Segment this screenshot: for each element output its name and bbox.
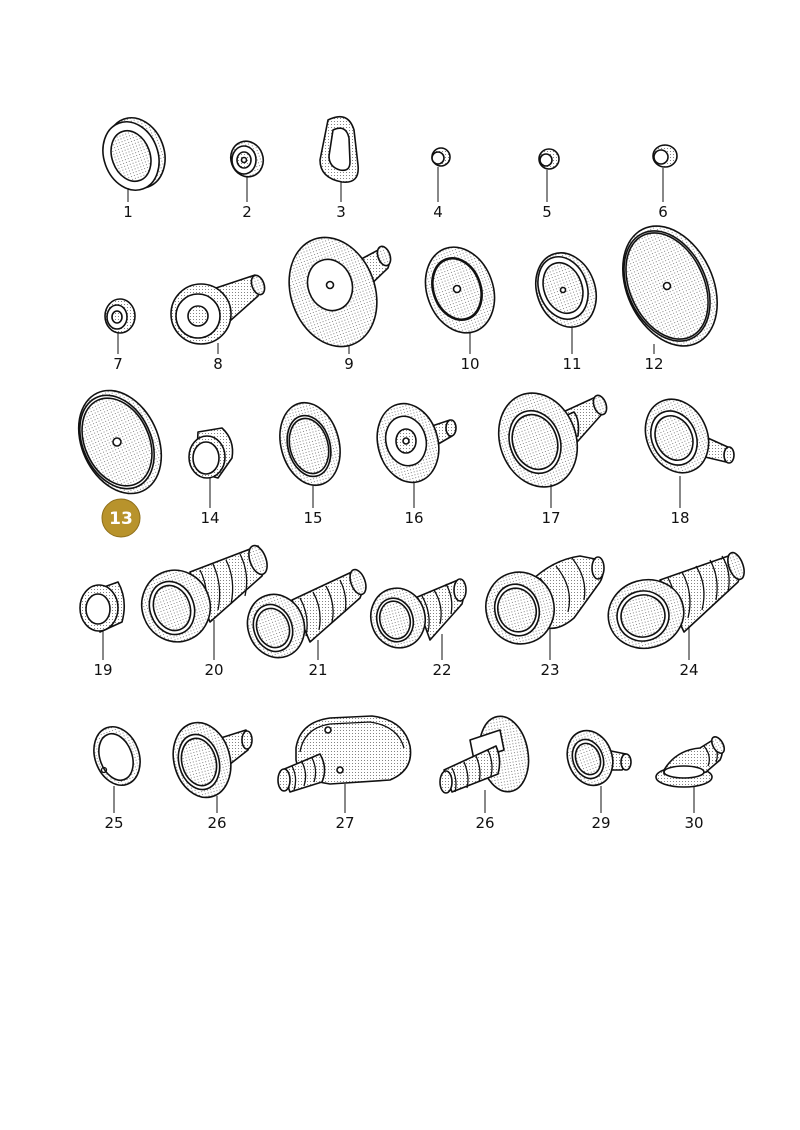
part-label: 2 [242, 203, 252, 221]
part-2-drawing [229, 140, 265, 178]
part-27-drawing [277, 715, 412, 793]
highlight-label: 13 [109, 509, 133, 529]
part-label: 18 [670, 509, 689, 527]
part-6-drawing [652, 144, 678, 168]
part-label: 20 [204, 661, 223, 679]
part-30[interactable]: 30 [655, 735, 727, 832]
part-label: 12 [644, 355, 663, 373]
part-label: 17 [541, 509, 560, 527]
part-14-drawing [188, 427, 234, 479]
part-3-drawing [319, 115, 359, 183]
part-6[interactable]: 6 [652, 144, 678, 221]
part-label: 11 [562, 355, 581, 373]
part-label: 1 [123, 203, 133, 221]
part-label: 16 [404, 509, 423, 527]
part-3[interactable]: 3 [319, 115, 359, 221]
part-27[interactable]: 27 [277, 715, 412, 832]
part-label: 5 [542, 203, 552, 221]
part-label: 27 [335, 814, 354, 832]
part-label: 26 [475, 814, 494, 832]
part-18-drawing [644, 398, 735, 474]
part-label: 14 [200, 509, 219, 527]
part-9-drawing [288, 236, 392, 348]
part-19-drawing [79, 581, 126, 633]
part-22[interactable]: 22 [364, 578, 467, 679]
part-14[interactable]: 14 [188, 427, 234, 527]
part-label: 23 [540, 661, 559, 679]
part-25-drawing [93, 726, 141, 786]
part-4-drawing [431, 147, 451, 167]
part-2[interactable]: 2 [226, 137, 268, 221]
part-label: 29 [591, 814, 610, 832]
part-8[interactable]: 8 [170, 274, 267, 373]
part-label: 3 [336, 203, 346, 221]
part-29[interactable]: 29 [560, 724, 632, 832]
part-10-drawing [424, 246, 496, 334]
part-23-drawing [485, 555, 605, 645]
highlight-badge: 13 [101, 498, 141, 538]
part-label: 21 [308, 661, 327, 679]
part-label: 25 [104, 814, 123, 832]
part-21[interactable]: 21 [239, 567, 369, 679]
part-11[interactable]: 11 [526, 244, 606, 373]
part-7-drawing [104, 298, 136, 334]
part-5[interactable]: 5 [538, 148, 560, 221]
part-1-drawing [102, 117, 166, 191]
part-21-drawing [246, 568, 367, 659]
part-19[interactable]: 19 [79, 581, 126, 679]
part-label: 4 [433, 203, 443, 221]
part-24[interactable]: 24 [600, 550, 747, 679]
part-16[interactable]: 16 [369, 397, 457, 527]
part-13[interactable]: 13 [63, 377, 178, 538]
part-label: 15 [303, 509, 322, 527]
part-25[interactable]: 25 [86, 720, 148, 832]
part-29-drawing [566, 729, 632, 787]
part-label: 26 [207, 814, 226, 832]
part-20-drawing [140, 544, 268, 643]
part-26b[interactable]: 26 [439, 712, 534, 832]
part-17[interactable]: 17 [486, 382, 609, 527]
part-4[interactable]: 4 [431, 147, 451, 221]
part-30-drawing [655, 736, 726, 788]
part-5-drawing [538, 148, 560, 170]
part-15-drawing [279, 401, 341, 487]
part-label: 24 [679, 661, 698, 679]
part-26-drawing [172, 721, 253, 799]
part-13-drawing [77, 389, 163, 495]
part-label: 10 [460, 355, 479, 373]
part-26b-drawing [439, 715, 530, 794]
part-20[interactable]: 20 [132, 543, 271, 679]
part-8-drawing [170, 274, 266, 345]
part-12-drawing [622, 225, 718, 347]
part-label: 19 [93, 661, 112, 679]
part-9[interactable]: 9 [274, 225, 393, 373]
part-11-drawing [535, 252, 597, 328]
part-22-drawing [369, 578, 467, 649]
part-16-drawing [376, 402, 457, 484]
part-15[interactable]: 15 [271, 396, 349, 527]
part-label: 22 [432, 661, 451, 679]
part-10[interactable]: 10 [414, 237, 506, 373]
part-24-drawing [607, 551, 745, 650]
part-label: 8 [213, 355, 223, 373]
part-label: 30 [684, 814, 703, 832]
part-label: 9 [344, 355, 354, 373]
part-17-drawing [497, 392, 608, 488]
part-label: 7 [113, 355, 123, 373]
part-23[interactable]: 23 [478, 555, 605, 679]
part-7[interactable]: 7 [104, 298, 136, 373]
part-12[interactable]: 12 [604, 211, 735, 373]
part-label: 6 [658, 203, 668, 221]
part-18[interactable]: 18 [634, 389, 735, 527]
part-26[interactable]: 26 [165, 716, 253, 832]
part-1[interactable]: 1 [94, 110, 175, 221]
